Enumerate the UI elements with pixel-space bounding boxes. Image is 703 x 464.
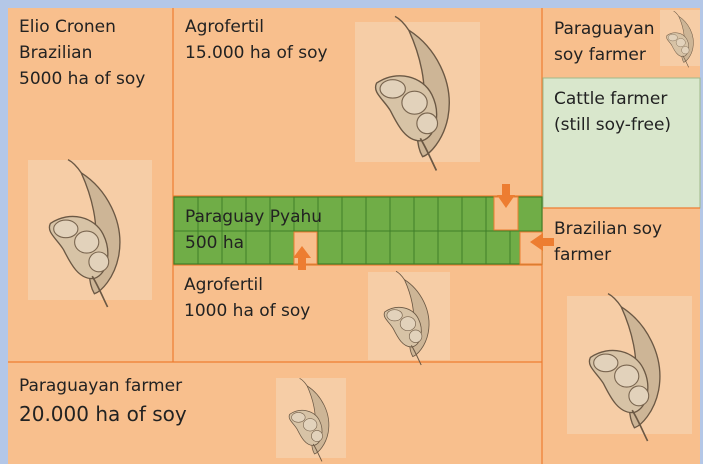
label-line: farmer (554, 242, 662, 268)
soybean-pod-icon (276, 378, 346, 461)
label-line: Cattle farmer (554, 86, 671, 112)
elio-cronen-label: Elio Cronen Brazilian 5000 ha of soy (19, 14, 145, 92)
soybean-pod-icon (660, 10, 700, 67)
label-line: 1000 ha of soy (184, 298, 310, 324)
soybean-pod-icon (368, 271, 450, 365)
label-line: Agrofertil (185, 14, 328, 40)
soybean-pod-icon (28, 160, 152, 307)
label-line: 15.000 ha of soy (185, 40, 328, 66)
soybean-pod-icon (567, 294, 692, 441)
label-line: Paraguay Pyahu (185, 204, 322, 230)
label-line: 500 ha (185, 230, 322, 256)
agrofertil-15000-label: Agrofertil 15.000 ha of soy (185, 14, 328, 66)
cattle-farmer-label: Cattle farmer (still soy-free) (554, 86, 671, 138)
agrofertil-1000-label: Agrofertil 1000 ha of soy (184, 272, 310, 324)
label-line: soy farmer (554, 42, 655, 68)
label-line: Brazilian soy (554, 216, 662, 242)
soybean-pod-icon (355, 16, 480, 170)
label-line: 20.000 ha of soy (19, 399, 187, 429)
label-line: Elio Cronen (19, 14, 145, 40)
label-line: (still soy-free) (554, 112, 671, 138)
label-line: Brazilian (19, 40, 145, 66)
paraguay-pyahu-label: Paraguay Pyahu 500 ha (185, 204, 322, 256)
brazilian-soy-farmer-label: Brazilian soy farmer (554, 216, 662, 268)
paraguayan-farmer-label: Paraguayan farmer 20.000 ha of soy (19, 373, 187, 429)
label-line: Paraguayan farmer (19, 373, 187, 399)
label-line: Paraguayan (554, 16, 655, 42)
label-line: Agrofertil (184, 272, 310, 298)
label-line: 5000 ha of soy (19, 66, 145, 92)
paraguayan-soy-farmer-label: Paraguayan soy farmer (554, 16, 655, 68)
